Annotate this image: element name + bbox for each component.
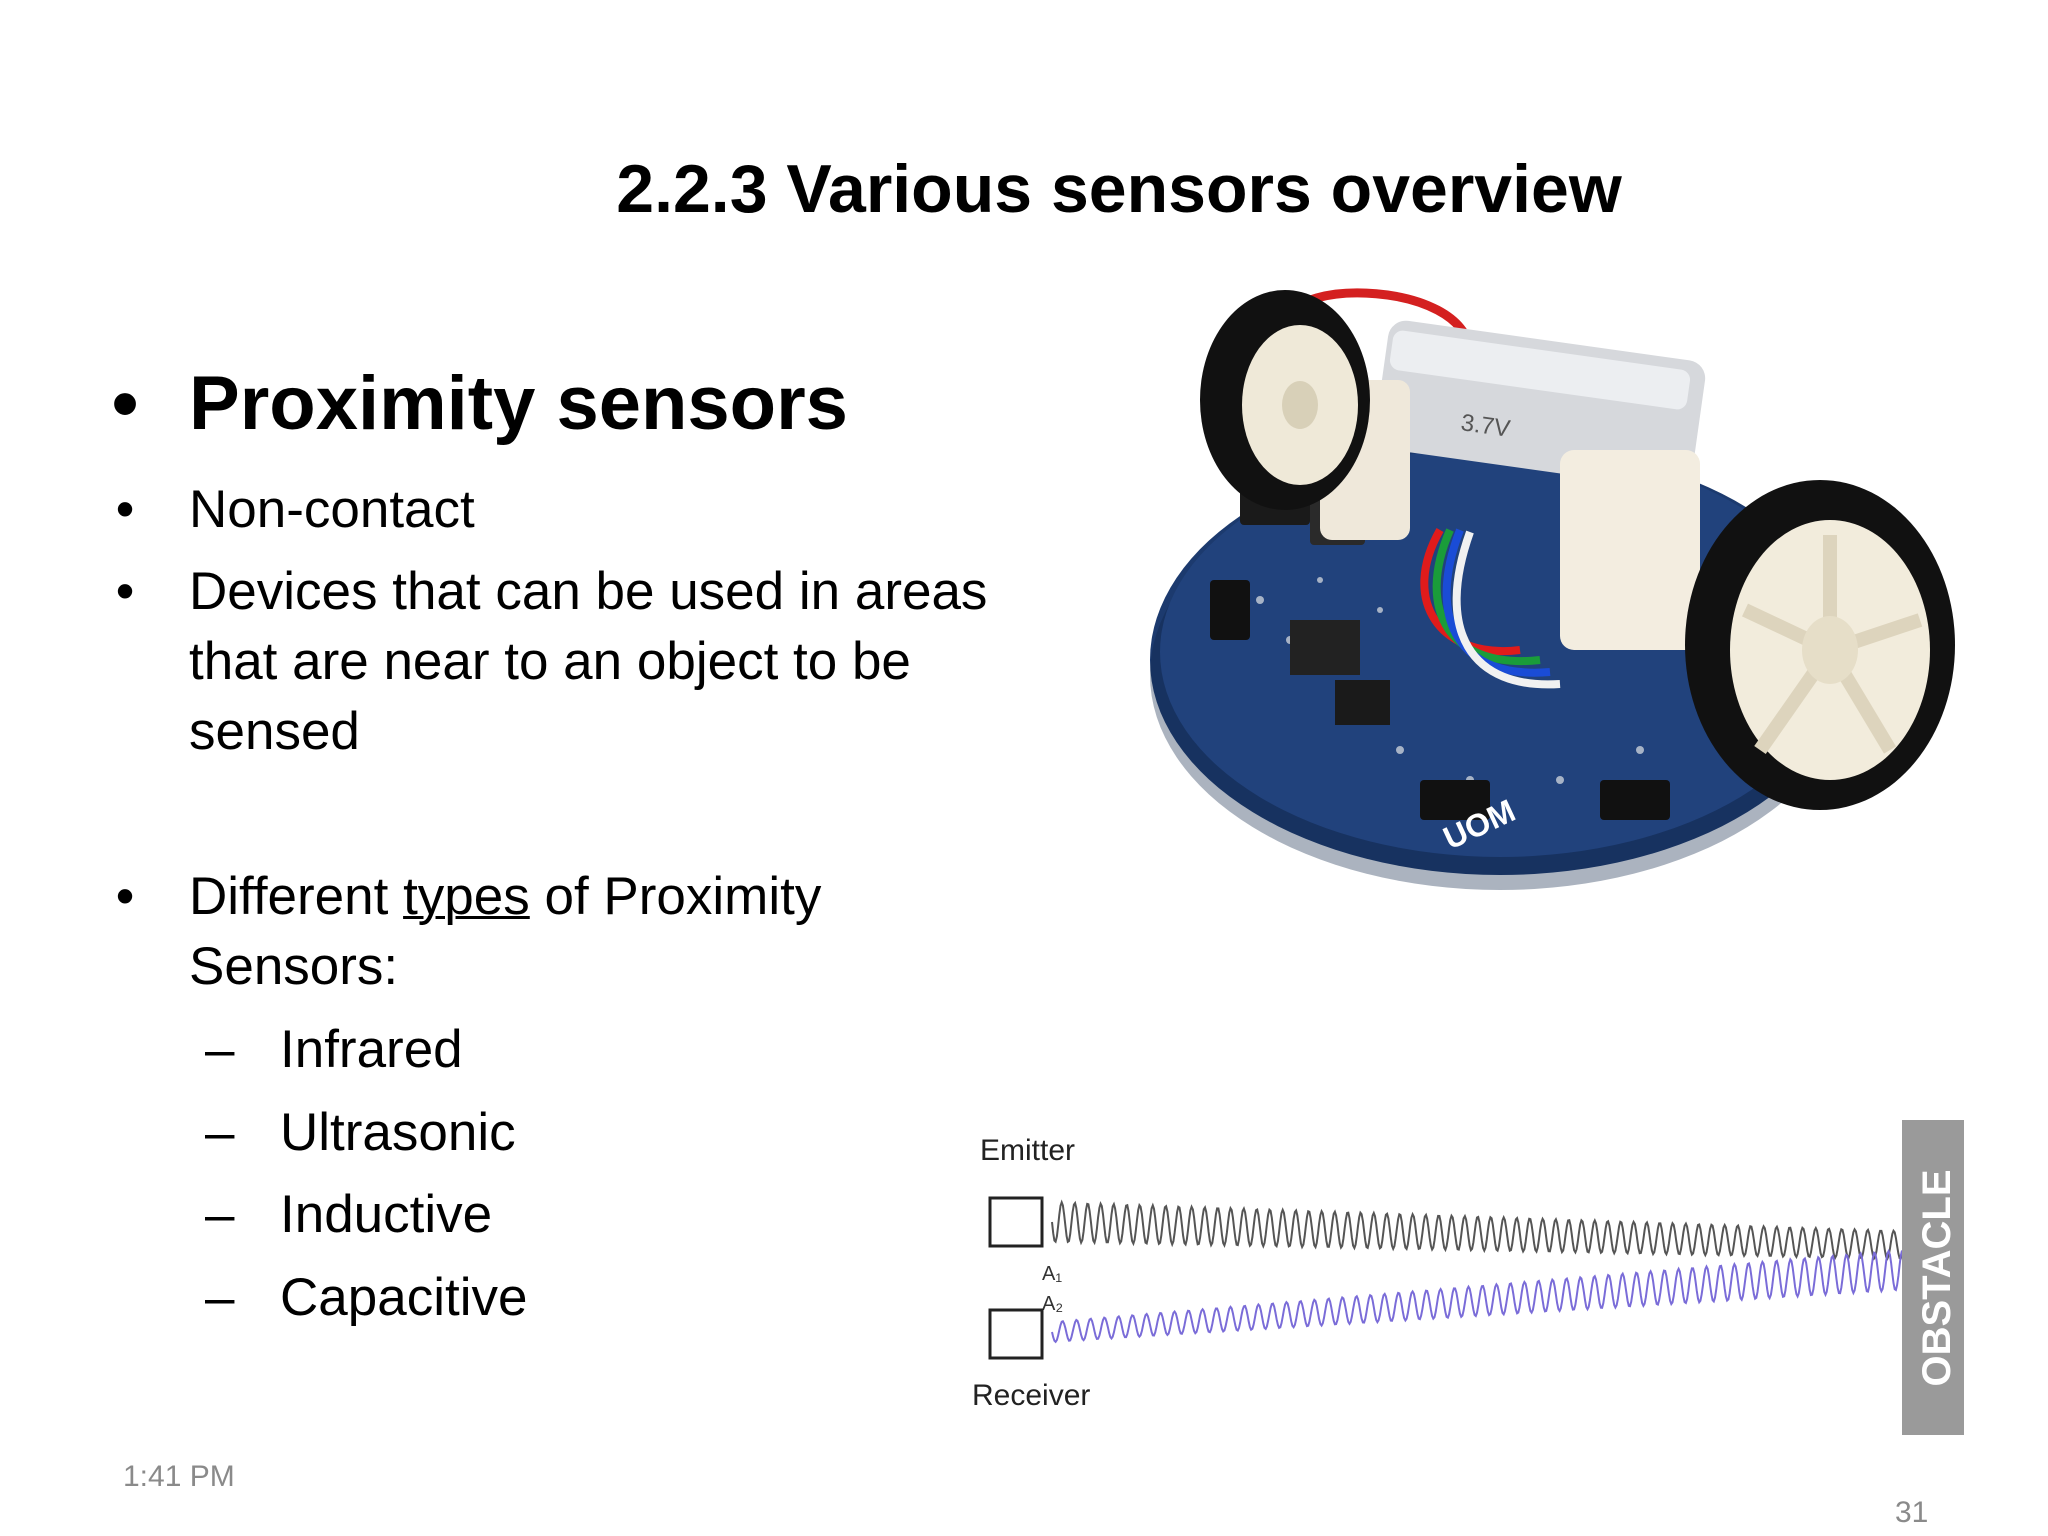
chip xyxy=(1290,620,1360,675)
motor-mount xyxy=(1560,450,1700,650)
sub-item-text: Capacitive xyxy=(280,1268,528,1327)
text-post: of Proximity xyxy=(529,867,822,926)
bullet-glyph: • xyxy=(115,562,135,621)
receiver-label: Receiver xyxy=(972,1379,1090,1412)
dash-glyph: – xyxy=(205,1103,235,1162)
bullet-text-line1: Devices that can be used in areas xyxy=(189,562,988,621)
bullet-text-line1: Different types of Proximity xyxy=(189,862,821,932)
bullet-text-line2: Sensors: xyxy=(189,937,399,996)
sub-item-text: Infrared xyxy=(280,1020,463,1079)
bullet-glyph: • xyxy=(111,361,139,446)
slide-title: 2.2.3 Various sensors overview xyxy=(616,151,1622,227)
bullet-glyph: • xyxy=(115,480,135,539)
emitter-box xyxy=(988,1196,1044,1248)
page-number: 31 xyxy=(1895,1496,1929,1529)
bullet-text: Non-contact xyxy=(189,480,475,539)
emitter-receiver-diagram: Emitter A₁ A₂ Receiver OBSTACLE xyxy=(972,1120,1964,1435)
bullet-glyph: • xyxy=(115,867,135,926)
bullet-text: Proximity sensors xyxy=(189,361,848,446)
bullet-text-line3: sensed xyxy=(189,702,360,761)
underlined-types: types xyxy=(403,867,530,926)
footer-time: 1:41 PM xyxy=(123,1460,235,1493)
obstacle-bar xyxy=(1902,1120,1964,1435)
receiver-wave xyxy=(1051,1248,1903,1344)
emitter-wave xyxy=(1051,1199,1903,1261)
dash-glyph: – xyxy=(205,1268,235,1327)
a1-label: A₁ xyxy=(1042,1263,1062,1285)
obstacle-label: OBSTACLE xyxy=(1915,1169,1959,1386)
text-pre: Different xyxy=(189,867,404,926)
a2-label: A₂ xyxy=(1042,1293,1063,1315)
dash-glyph: – xyxy=(205,1020,235,1079)
sub-item-text: Ultrasonic xyxy=(280,1103,516,1162)
robot-image: UOM 3.7V xyxy=(1150,288,1955,890)
sub-item-text: Inductive xyxy=(280,1185,493,1244)
dash-glyph: – xyxy=(205,1185,235,1244)
bullet-text-line2: that are near to an object to be xyxy=(189,632,911,691)
emitter-label: Emitter xyxy=(980,1134,1075,1167)
receiver-box xyxy=(988,1308,1044,1360)
